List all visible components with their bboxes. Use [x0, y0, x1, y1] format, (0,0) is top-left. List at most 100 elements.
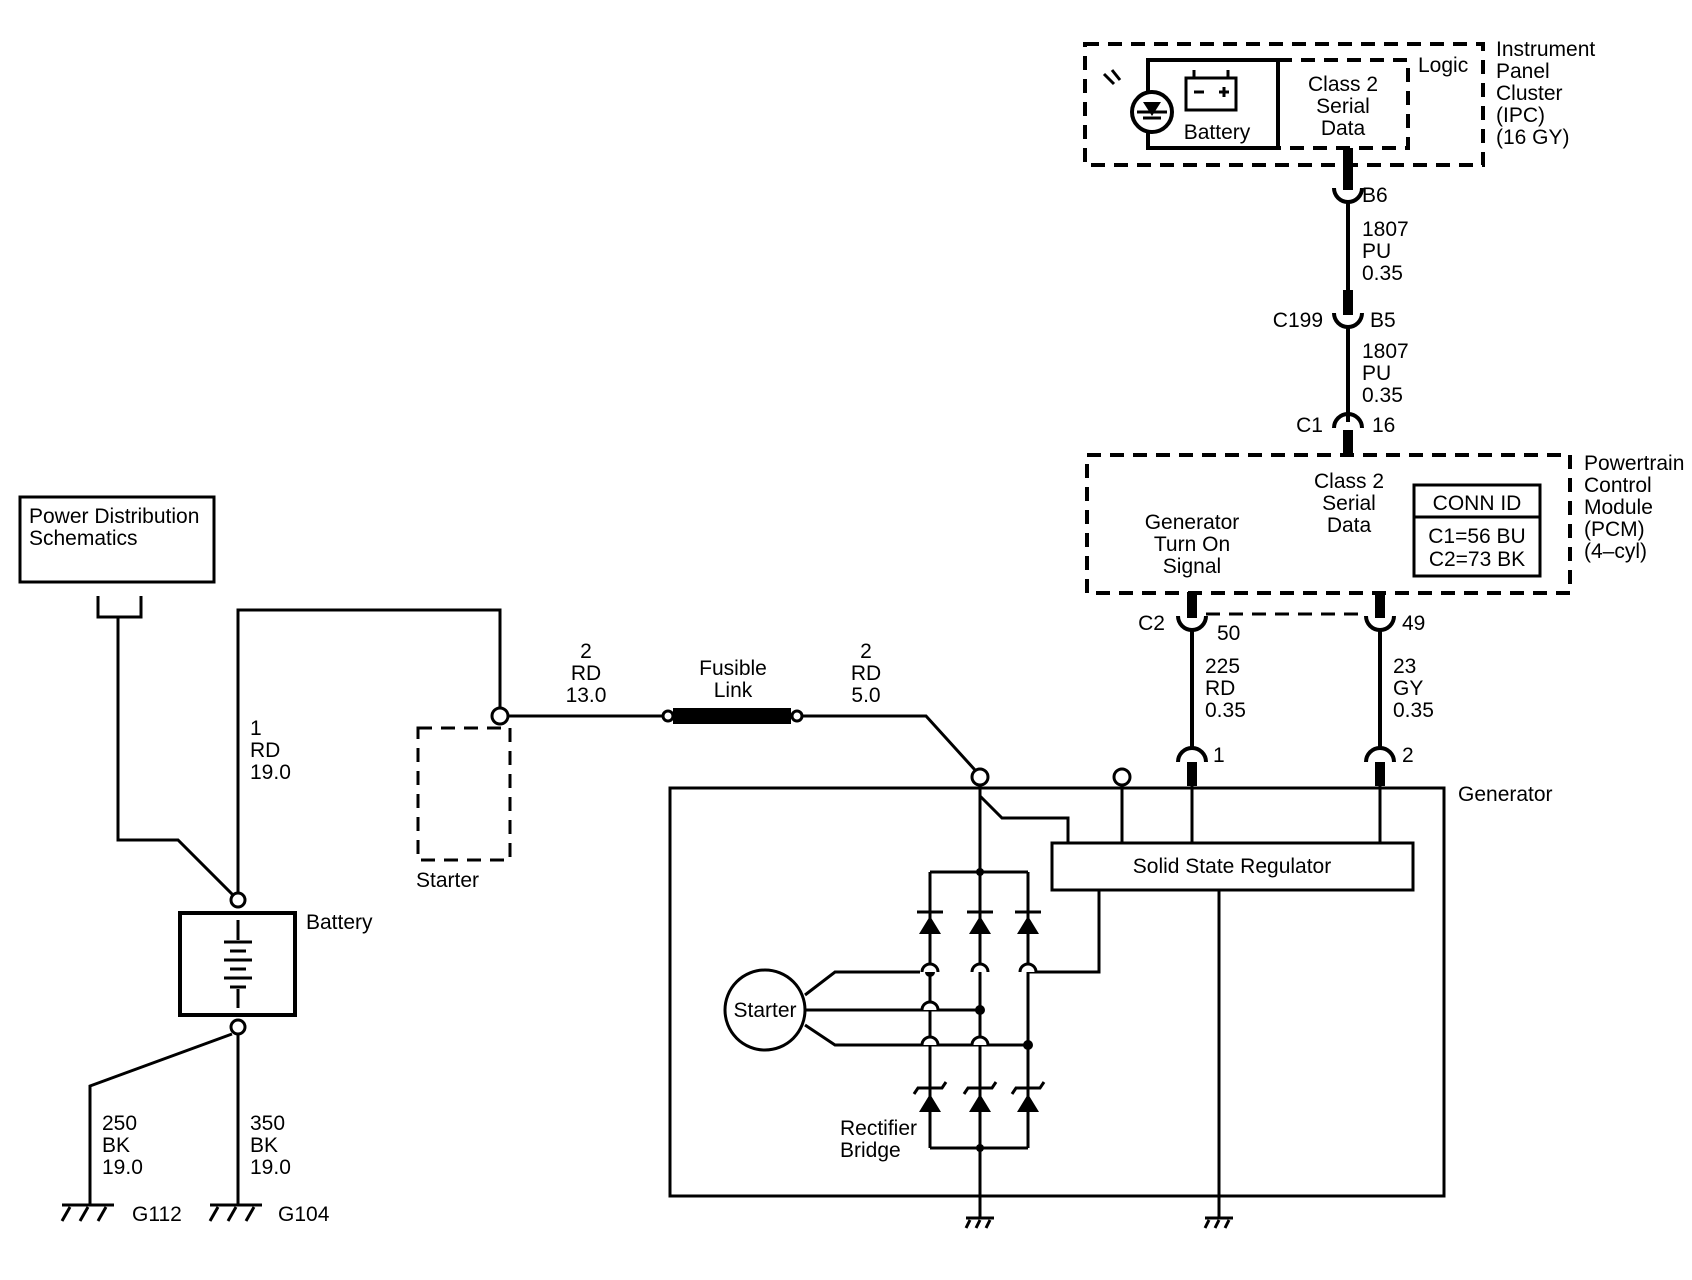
generator-pin1-connector-icon — [1176, 746, 1208, 763]
ipc-name-line1: Instrument — [1496, 38, 1595, 61]
conn-id-c1: C1=56 BU — [1428, 525, 1525, 548]
wire-1807a-color: PU — [1362, 240, 1391, 263]
pcm-name-line2: Control — [1584, 474, 1652, 497]
generator-sense-terminal — [1112, 767, 1132, 787]
battery-negative-terminal — [229, 1018, 247, 1036]
pcm-gen-signal-line3: Signal — [1163, 555, 1221, 578]
wire-225-num: 225 — [1205, 655, 1240, 678]
pcm-module: Class 2 Serial Data Generator Turn On Si… — [1085, 452, 1684, 595]
stator-phase-a-wire — [804, 970, 920, 997]
wire-2a-num: 2 — [580, 640, 592, 663]
power-distribution-connector-icon — [96, 596, 143, 619]
wire-225-size: 0.35 — [1205, 699, 1246, 722]
generator-label: Generator — [1458, 783, 1553, 806]
ipc-name-line2: Panel — [1496, 60, 1550, 83]
wire-2b-size: 5.0 — [851, 684, 880, 707]
ground-g112-icon — [60, 1203, 114, 1222]
wire-2b-num: 2 — [860, 640, 872, 663]
battery-label: Battery — [306, 911, 373, 934]
ipc-logic-label: Logic — [1418, 54, 1468, 77]
pcm-class2-line3: Data — [1327, 514, 1372, 537]
g112-label: G112 — [132, 1203, 182, 1226]
pcm-name-line4: (PCM) — [1584, 518, 1645, 541]
connector-c2-pin50-icon — [1176, 615, 1208, 632]
conn-id-c2: C2=73 BK — [1429, 548, 1525, 571]
connector-c199-icon — [1332, 312, 1364, 329]
starter-label: Starter — [416, 869, 479, 892]
lower-diode-icons — [912, 1081, 1046, 1112]
fusible-link-left-end — [661, 709, 675, 723]
wire-250-bk — [88, 1032, 233, 1205]
ipc-class2-line3: Data — [1321, 117, 1366, 140]
upper-diode-icons — [917, 910, 1041, 934]
connector-c1-icon — [1332, 412, 1364, 429]
wire-2b-color: RD — [851, 662, 881, 685]
solid-state-regulator-box — [1050, 841, 1415, 892]
c1-label: C1 — [1296, 414, 1323, 437]
wire-1-size: 19.0 — [250, 761, 291, 784]
indicator-lamp-icon — [1102, 69, 1174, 134]
battery-positive-terminal — [229, 891, 247, 909]
wire-350-num: 350 — [250, 1112, 285, 1135]
starter-feed-circuit: Starter 2 RD 13.0 Fusible Link 2 RD 5.0 — [416, 640, 977, 892]
ipc-class2-line1: Class 2 — [1308, 73, 1378, 96]
wire-23-num: 23 — [1393, 655, 1416, 678]
b5-label: B5 — [1370, 309, 1396, 332]
power-distribution-line1: Power Distribution — [29, 505, 199, 528]
power-distribution-line2: Schematics — [29, 527, 138, 550]
c2-pin49-label: 49 — [1402, 612, 1425, 635]
ipc-class2-line2: Serial — [1316, 95, 1370, 118]
wire-250-size: 19.0 — [102, 1156, 143, 1179]
wire-1807b-color: PU — [1362, 362, 1391, 385]
connector-c2-pin49-icon — [1364, 615, 1396, 632]
battery-cell-icon — [224, 920, 252, 1008]
wire-250-num: 250 — [102, 1112, 137, 1135]
connector-b6-icon — [1332, 187, 1364, 204]
ipc-name-line5: (16 GY) — [1496, 126, 1570, 149]
ground-g104-icon — [208, 1203, 262, 1222]
gen-pin1-label: 1 — [1213, 744, 1225, 767]
conn-id-title: CONN ID — [1433, 492, 1522, 515]
c2-label: C2 — [1138, 612, 1165, 635]
pcm-class2-line1: Class 2 — [1314, 470, 1384, 493]
wire-1807a-num: 1807 — [1362, 218, 1409, 241]
fusible-link-line1: Fusible — [699, 657, 767, 680]
pcm-class2-line2: Serial — [1322, 492, 1376, 515]
wire-1807a-size: 0.35 — [1362, 262, 1403, 285]
fusible-link-right-end — [790, 709, 804, 723]
g104-label: G104 — [278, 1203, 330, 1226]
wire-23-color: GY — [1393, 677, 1423, 700]
fusible-link-line2: Link — [714, 679, 753, 702]
wire-350-size: 19.0 — [250, 1156, 291, 1179]
pcm-gen-signal-line2: Turn On — [1154, 533, 1230, 556]
b6-label: B6 — [1362, 184, 1388, 207]
regulator-ground-icon — [1203, 1216, 1233, 1229]
power-distribution-box — [18, 495, 216, 584]
ipc-battery-label: Battery — [1184, 121, 1251, 144]
regulator-label: Solid State Regulator — [1133, 855, 1331, 878]
ipc-dashed-border — [1083, 42, 1485, 167]
c2-pin50-label: 50 — [1217, 622, 1240, 645]
regulator-feed-wire — [978, 794, 1070, 843]
wire-1-num: 1 — [250, 717, 262, 740]
rectifier-label-line1: Rectifier — [840, 1117, 917, 1140]
generator-box — [668, 786, 1446, 1198]
wire-2-rd-5 — [802, 714, 977, 772]
wire-2a-size: 13.0 — [566, 684, 607, 707]
generator-assembly: Generator Solid State Regulator Starter — [668, 767, 1553, 1229]
wire-1-color: RD — [250, 739, 280, 762]
conn-id-table: CONN ID C1=56 BU C2=73 BK — [1412, 483, 1542, 578]
generator-bat-terminal — [970, 767, 990, 787]
pcm-generator-circuit: C2 50 49 225 RD 0.35 23 GY 0.35 1 2 — [1138, 592, 1434, 786]
wire-2a-color: RD — [571, 662, 601, 685]
power-distribution-feed-wire — [116, 617, 240, 902]
wire-225-color: RD — [1205, 677, 1235, 700]
wire-1807b-num: 1807 — [1362, 340, 1409, 363]
starter-dashed-box — [416, 726, 512, 862]
battery-icon — [1184, 70, 1238, 112]
starter-terminal — [490, 706, 510, 726]
pcm-name-line1: Powertrain — [1584, 452, 1684, 475]
c199-label: C199 — [1273, 309, 1323, 332]
regulator-phase-sense-wire — [1028, 890, 1101, 974]
